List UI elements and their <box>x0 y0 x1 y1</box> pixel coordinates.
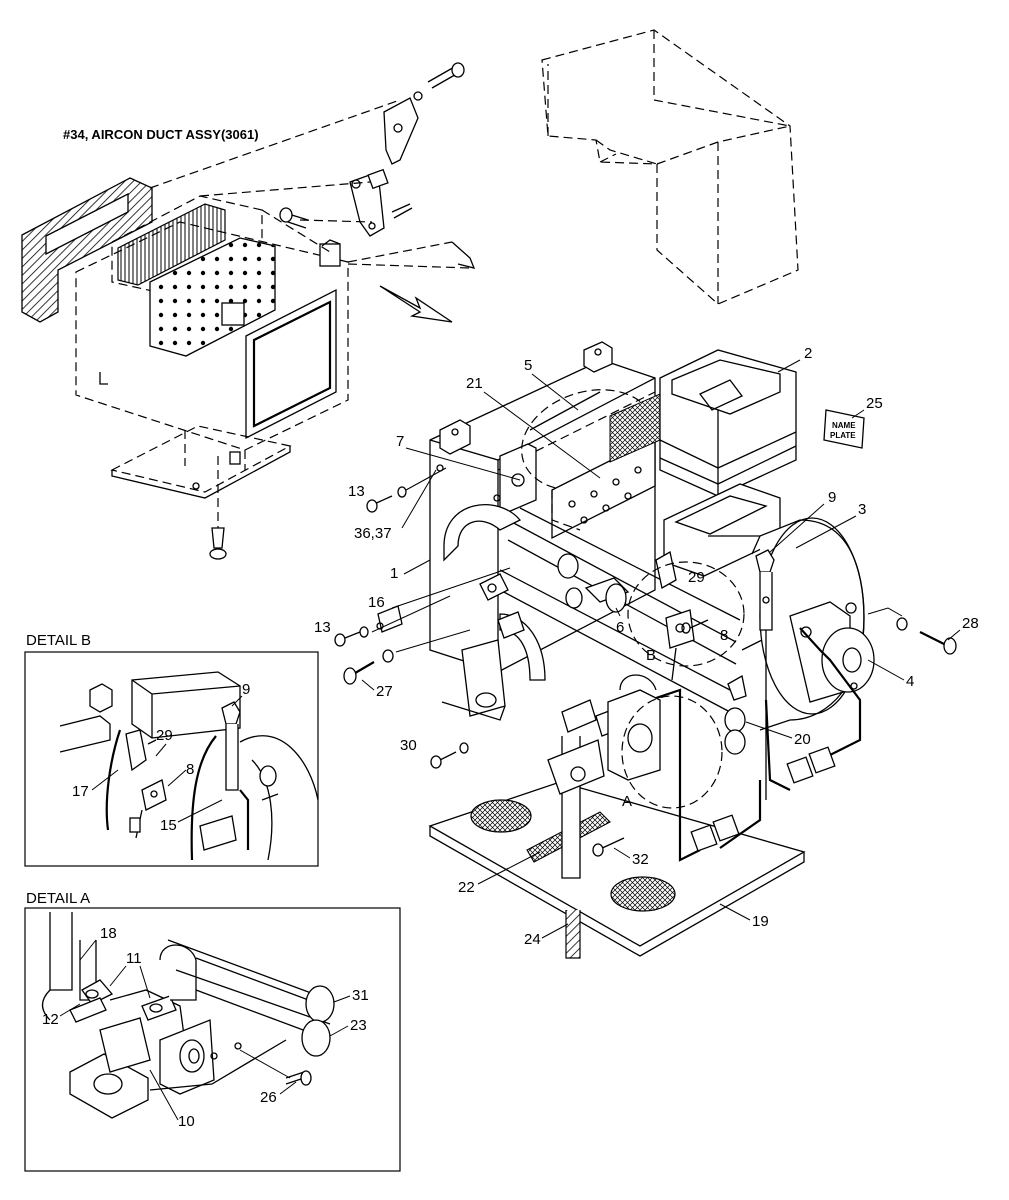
section-mark-a: A <box>622 793 632 810</box>
detail-a-callout-11: 11 <box>126 950 142 967</box>
callout-30: 30 <box>400 737 417 754</box>
detail-b-callout-29: 29 <box>156 727 173 744</box>
aircon-duct-assembly <box>21 62 476 560</box>
dashed-hood-cover <box>541 29 799 305</box>
detail-a-callout-10: 10 <box>178 1113 195 1130</box>
detail-a-box: DETAIL A 18 11 12 3 <box>24 890 401 1172</box>
section-mark-b: B <box>646 647 656 664</box>
callout-1: 1 <box>390 565 398 582</box>
callout-9: 9 <box>828 489 836 506</box>
detail-a-callout-18: 18 <box>100 925 117 942</box>
detail-a-callout-12: 12 <box>42 1011 59 1028</box>
name-plate-line2: PLATE <box>830 431 856 440</box>
callout-5: 5 <box>524 357 532 374</box>
callout-13-lower: 13 <box>314 619 331 636</box>
detail-b-callout-8: 8 <box>186 761 194 778</box>
callout-22: 22 <box>458 879 475 896</box>
callout-25: 25 <box>866 395 883 412</box>
detail-b-callout-15: 15 <box>160 817 177 834</box>
aircon-duct-assy-title: #34, AIRCON DUCT ASSY(3061) <box>63 127 259 142</box>
callout-21: 21 <box>466 375 483 392</box>
callout-7: 7 <box>396 433 404 450</box>
callout-19: 19 <box>752 913 769 930</box>
callout-36-37: 36,37 <box>354 525 392 542</box>
callout-24: 24 <box>524 931 541 948</box>
detail-a-callout-23: 23 <box>350 1017 367 1034</box>
detail-b-callout-17: 17 <box>72 783 89 800</box>
detail-b-title: DETAIL B <box>26 632 91 649</box>
main-callouts: 2 5 21 25 7 13 36,37 9 3 1 29 8 6 16 13 … <box>314 345 979 948</box>
detail-a-title: DETAIL A <box>26 890 90 907</box>
callout-16: 16 <box>368 594 385 611</box>
detail-b-box: DETAIL B 9 29 8 17 15 <box>24 632 319 867</box>
callout-27: 27 <box>376 683 393 700</box>
detail-a-callout-26: 26 <box>260 1089 277 1106</box>
callout-6: 6 <box>616 619 624 636</box>
callout-13-upper: 13 <box>348 483 365 500</box>
detail-b-callout-9: 9 <box>242 681 250 698</box>
callout-29: 29 <box>688 569 705 586</box>
callout-32: 32 <box>632 851 649 868</box>
callout-2: 2 <box>804 345 812 362</box>
callout-4: 4 <box>906 673 914 690</box>
callout-20: 20 <box>794 731 811 748</box>
name-plate-line1: NAME <box>832 421 856 430</box>
main-unit-assembly: NAME PLATE <box>334 341 957 959</box>
callout-8: 8 <box>720 627 728 644</box>
detail-a-callout-31: 31 <box>352 987 369 1004</box>
callout-3: 3 <box>858 501 866 518</box>
callout-28: 28 <box>962 615 979 632</box>
